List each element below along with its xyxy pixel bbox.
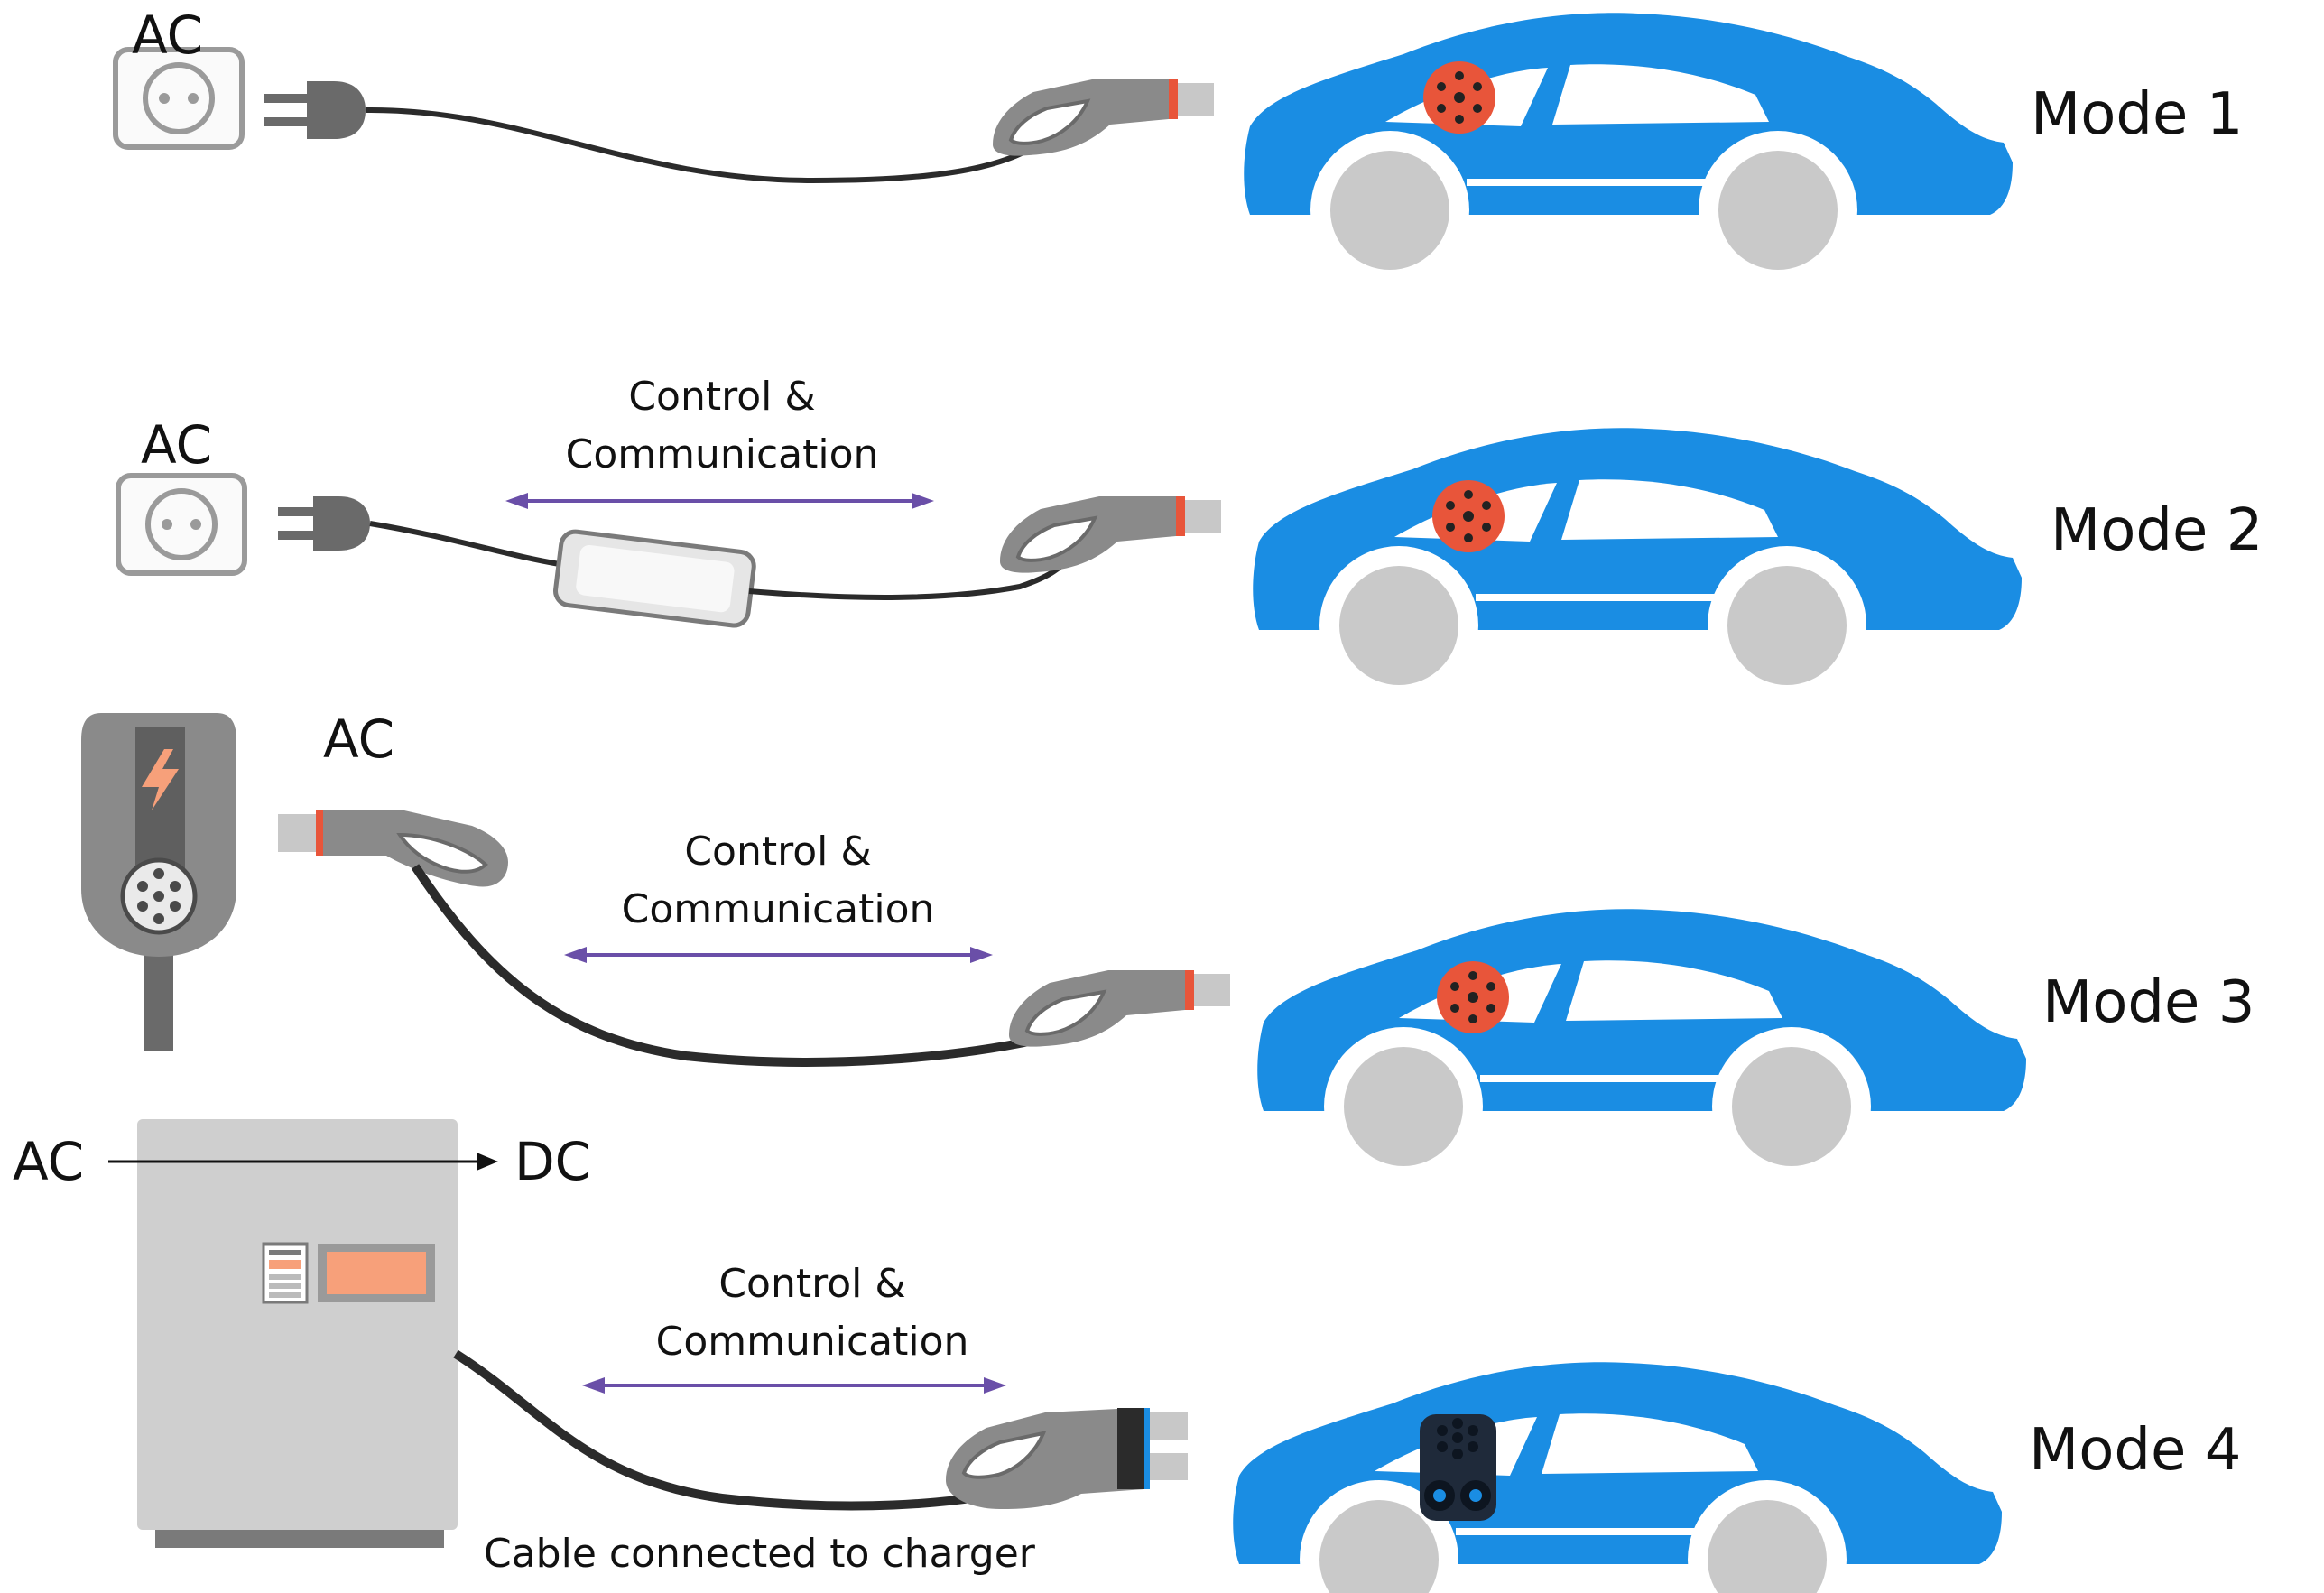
charge-inlet-icon xyxy=(1423,61,1495,134)
cable xyxy=(365,107,1053,184)
mode-label-1: Mode 1 xyxy=(2031,81,2244,148)
communication-arrow xyxy=(505,493,934,509)
control-communication-label-mode2: Control & Communication xyxy=(505,368,939,484)
car-connector-icon xyxy=(1009,970,1230,1047)
charge-inlet-icon xyxy=(1437,961,1509,1033)
mode4-row xyxy=(108,1119,2002,1593)
control-communication-label-mode4: Control & Communication xyxy=(596,1255,1029,1371)
dc-charger-icon xyxy=(137,1119,458,1548)
electric-car-icon xyxy=(1257,909,2026,1186)
ccs-inlet-icon xyxy=(1420,1414,1496,1521)
charge-inlet-icon xyxy=(1432,480,1505,552)
conversion-from-label: AC xyxy=(13,1131,85,1192)
mode-label-3: Mode 3 xyxy=(2042,969,2255,1036)
electric-car-icon xyxy=(1253,428,2022,705)
cable xyxy=(748,556,1072,600)
annotation-line-2: Communication xyxy=(655,1318,969,1365)
supply-label-mode3: AC xyxy=(323,709,395,770)
plug-icon xyxy=(278,496,370,551)
wallbox-icon xyxy=(81,713,236,1051)
mode3-row xyxy=(81,713,2026,1186)
mode2-row xyxy=(116,428,2022,705)
annotation-line-1: Control & xyxy=(718,1261,906,1307)
annotation-line-1: Control & xyxy=(684,829,872,875)
conversion-to-label: DC xyxy=(514,1131,592,1192)
control-communication-label-mode3: Control & Communication xyxy=(561,823,995,939)
lightning-bolt-icon xyxy=(142,749,179,810)
mode-label-4: Mode 4 xyxy=(2029,1417,2242,1484)
communication-arrow xyxy=(564,947,993,963)
annotation-line-2: Communication xyxy=(565,431,879,477)
car-connector-icon xyxy=(993,79,1214,156)
wall-socket-icon xyxy=(116,473,247,576)
mode-label-2: Mode 2 xyxy=(2051,497,2264,564)
annotation-line-1: Control & xyxy=(628,374,816,420)
cable-caption: Cable connected to charger xyxy=(484,1531,1035,1577)
supply-label-mode2: AC xyxy=(141,414,213,476)
supply-label-mode1: AC xyxy=(132,5,204,66)
cable xyxy=(369,521,560,567)
communication-arrow xyxy=(582,1377,1006,1394)
charger-screen xyxy=(327,1252,426,1294)
plug-icon xyxy=(264,81,366,139)
electric-car-icon xyxy=(1233,1362,2002,1593)
control-box-icon xyxy=(553,529,756,628)
annotation-line-2: Communication xyxy=(621,885,935,932)
mode1-row xyxy=(113,13,2013,290)
wall-socket-icon xyxy=(113,47,245,150)
wallbox-connector-icon xyxy=(278,810,508,887)
dc-car-connector-icon xyxy=(946,1408,1188,1509)
conversion-arrow xyxy=(108,1153,498,1171)
electric-car-icon xyxy=(1244,13,2013,290)
car-connector-icon xyxy=(1000,496,1221,573)
